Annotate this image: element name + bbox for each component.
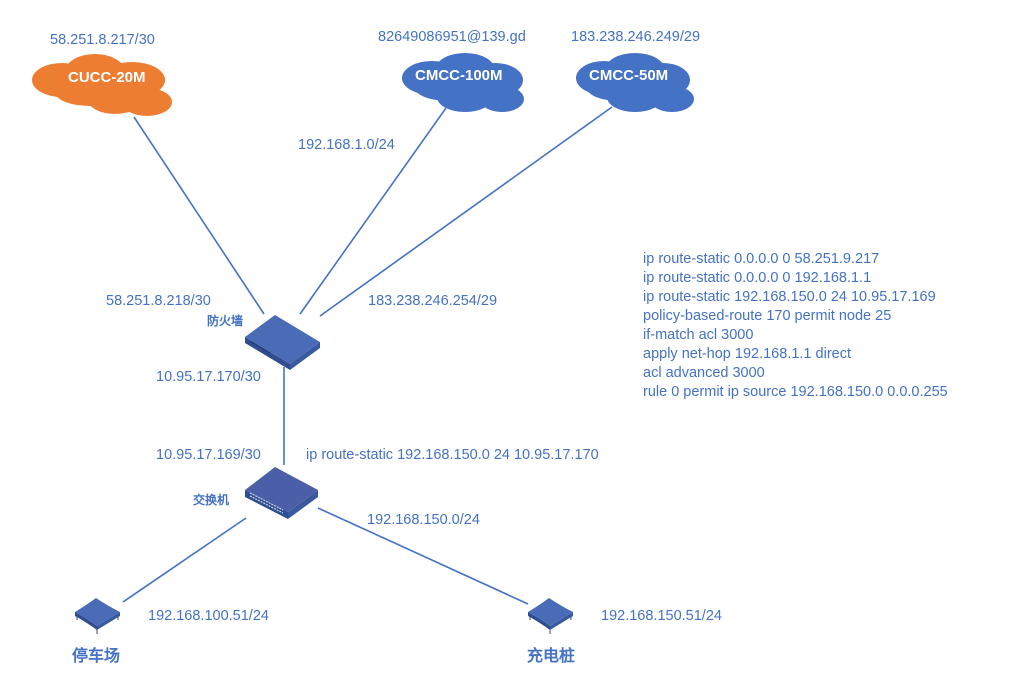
- link-cucc-firewall: [133, 116, 265, 315]
- switch-uplink-ip-label: 10.95.17.169/30: [156, 447, 261, 463]
- switch-label: 交换机: [193, 493, 230, 507]
- terminal-charging-icon: [528, 598, 573, 634]
- switch-icon: [245, 467, 318, 519]
- config-line: rule 0 permit ip source 192.168.150.0 0.…: [643, 384, 948, 400]
- link-switch-charging: [317, 507, 529, 605]
- cloud-cmcc50-label: CMCC-50M: [589, 67, 669, 84]
- cmcc100-account-label: 82649086951@139.gd: [378, 29, 526, 45]
- firewall-cmcc50-ip-label: 183.238.246.254/29: [368, 293, 498, 309]
- cloud-cmcc100-label: CMCC-100M: [415, 67, 503, 84]
- firewall-label: 防火墙: [207, 314, 244, 328]
- cmcc100-network-label: 192.168.1.0/24: [298, 137, 395, 153]
- firewall-config-block: ip route-static 0.0.0.0 0 58.251.9.217 i…: [643, 250, 948, 402]
- link-cmcc100-firewall: [299, 107, 447, 315]
- firewall-lan-ip-label: 10.95.17.170/30: [156, 369, 261, 385]
- terminal-parking-icon: [75, 598, 120, 634]
- cloud-cucc-icon: [32, 54, 172, 116]
- link-cmcc50-firewall: [319, 106, 613, 317]
- config-line: ip route-static 0.0.0.0 0 58.251.9.217: [643, 251, 880, 267]
- link-switch-parking: [122, 517, 247, 603]
- firewall-icon: [245, 315, 320, 370]
- config-line: policy-based-route 170 permit node 25: [643, 308, 892, 324]
- parking-label: 停车场: [72, 646, 121, 665]
- cloud-cmcc100-icon: [402, 53, 524, 112]
- switch-static-route-label: ip route-static 192.168.150.0 24 10.95.1…: [306, 447, 599, 463]
- config-line: if-match acl 3000: [643, 327, 754, 343]
- config-line: ip route-static 192.168.150.0 24 10.95.1…: [643, 289, 936, 305]
- config-line: apply net-hop 192.168.1.1 direct: [643, 346, 851, 362]
- cucc-address-label: 58.251.8.217/30: [50, 32, 155, 48]
- cmcc50-address-label: 183.238.246.249/29: [571, 29, 701, 45]
- charging-ip-label: 192.168.150.51/24: [601, 608, 722, 624]
- cloud-cmcc50-icon: [576, 53, 694, 112]
- charging-label: 充电桩: [527, 646, 576, 665]
- firewall-cucc-ip-label: 58.251.8.218/30: [106, 293, 211, 309]
- config-line: acl advanced 3000: [643, 365, 765, 381]
- cloud-cucc-label: CUCC-20M: [68, 69, 146, 86]
- config-line: ip route-static 0.0.0.0 0 192.168.1.1: [643, 270, 872, 286]
- parking-ip-label: 192.168.100.51/24: [148, 608, 269, 624]
- switch-downlink-network-label: 192.168.150.0/24: [367, 512, 480, 528]
